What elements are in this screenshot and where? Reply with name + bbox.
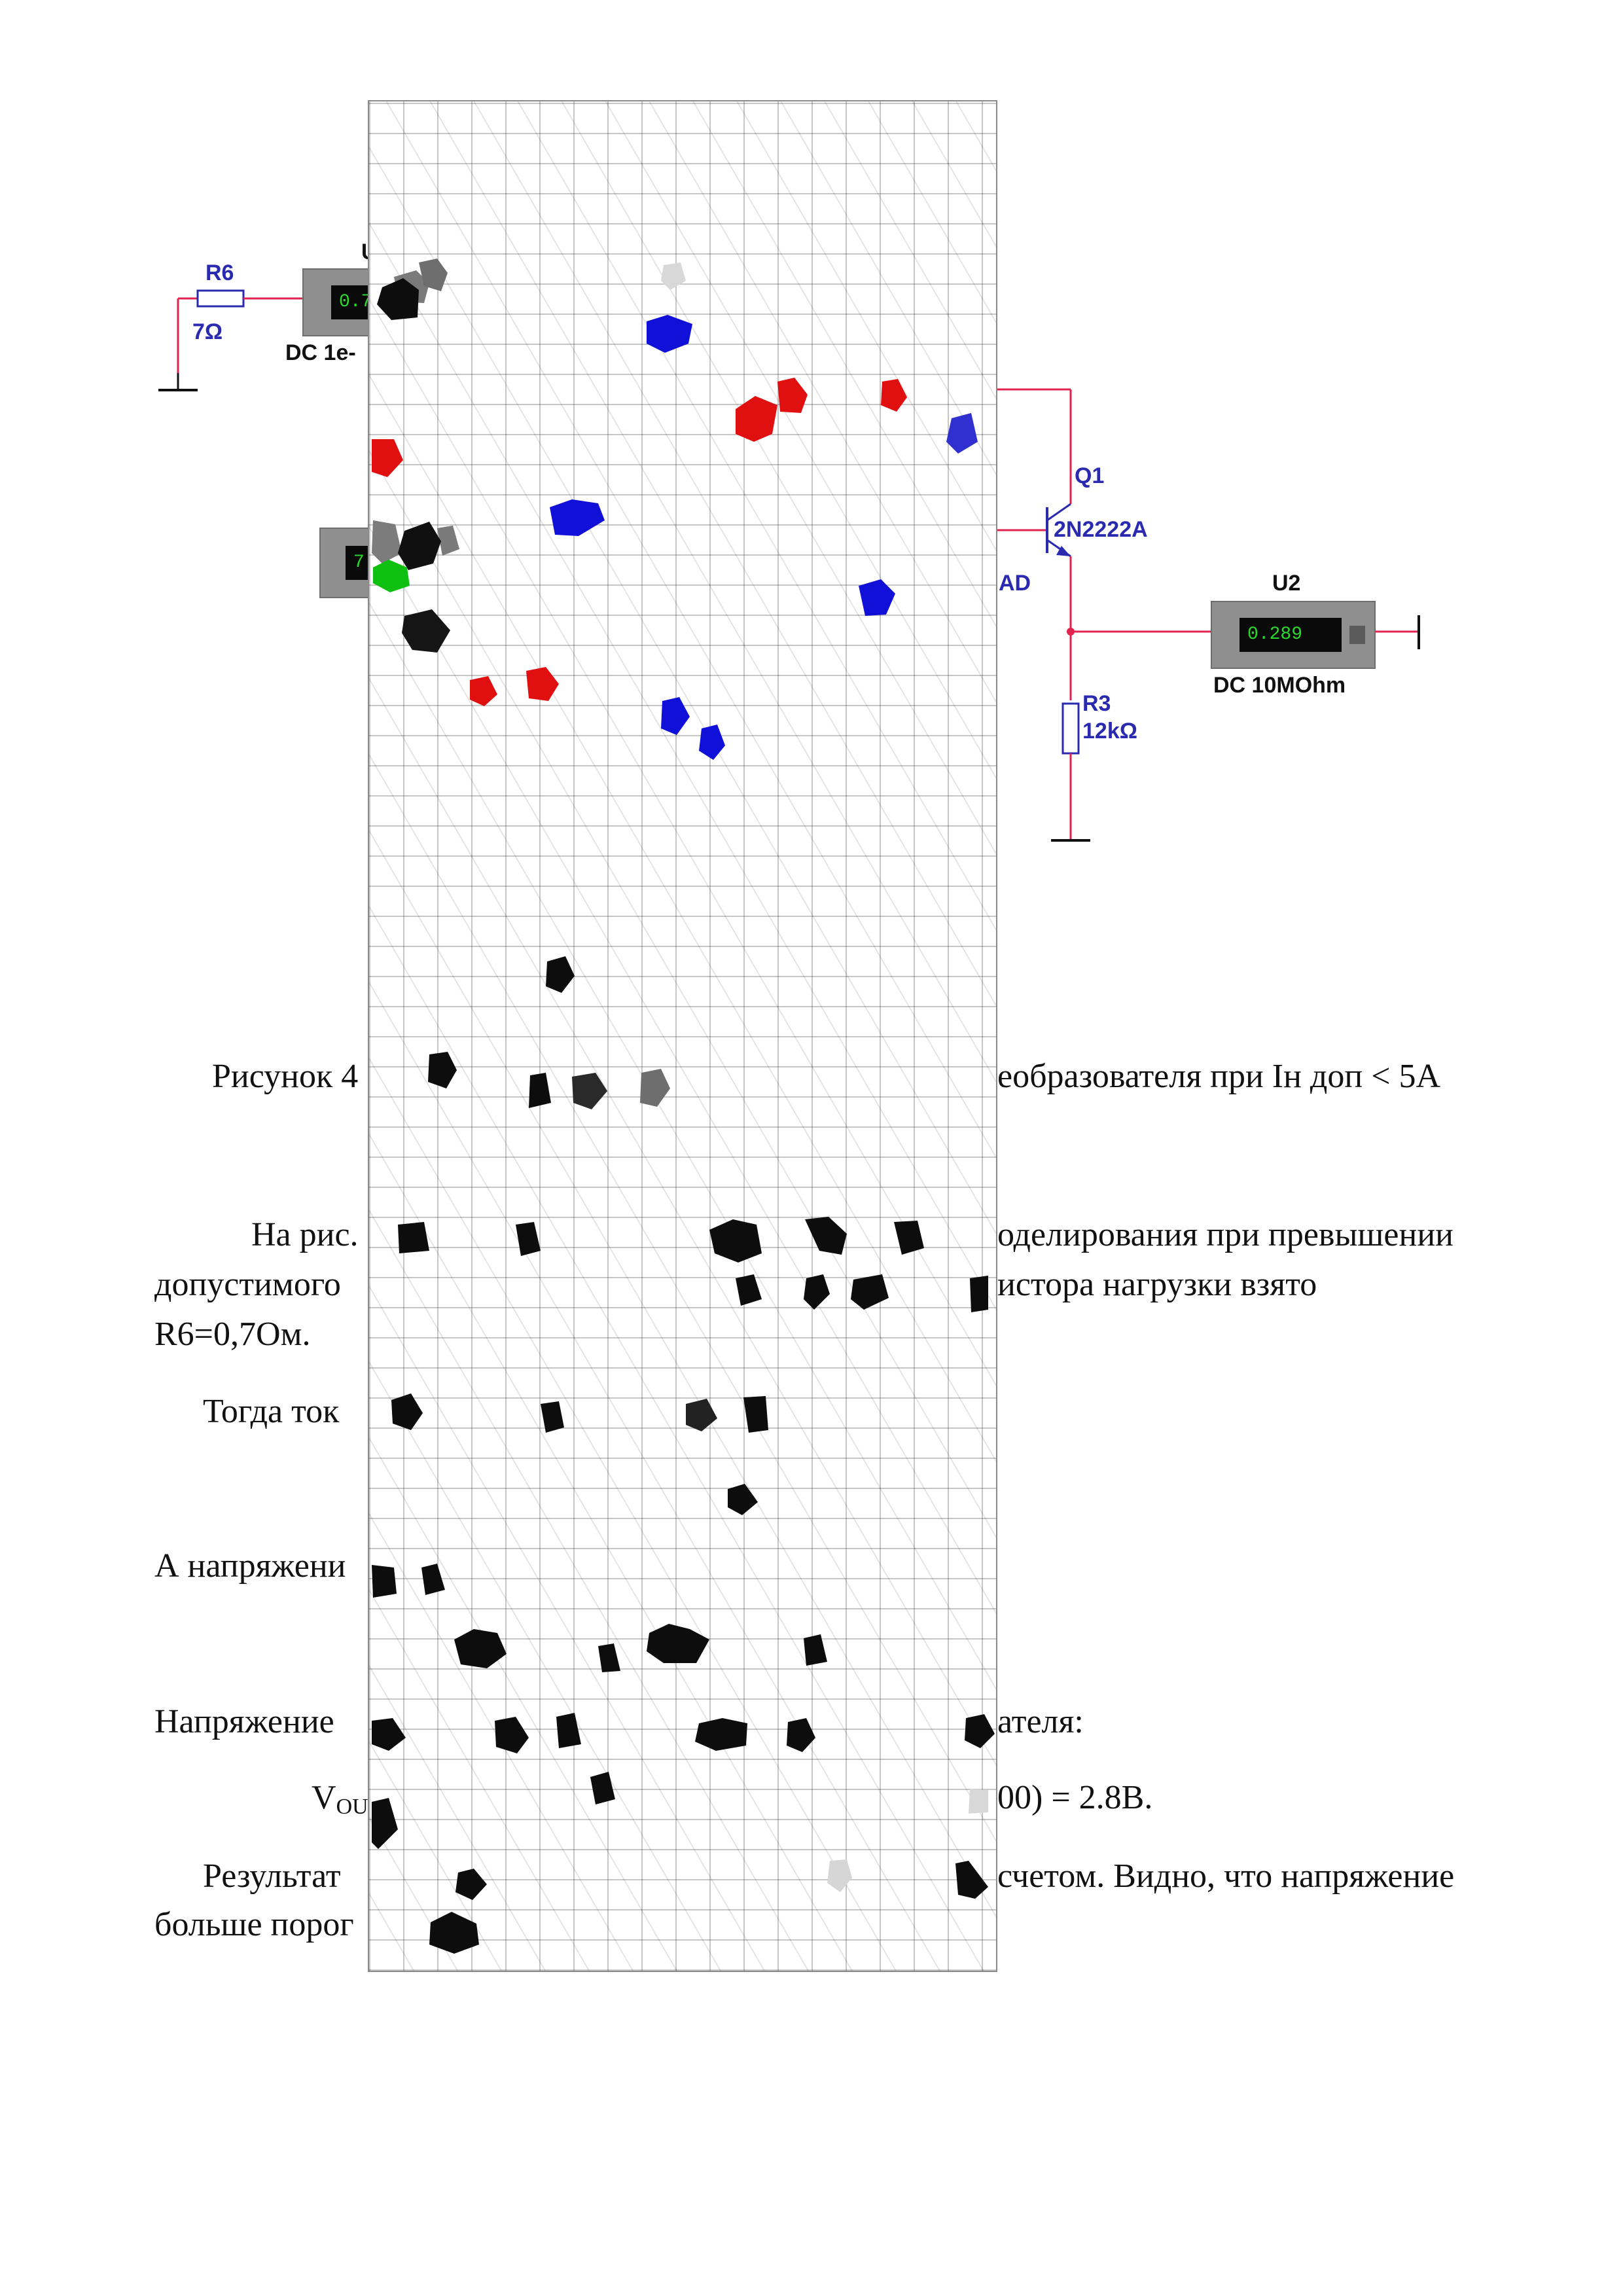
mosaic-cells	[372, 259, 995, 1954]
formula-left: VOU	[312, 1778, 368, 1827]
paragraph-5-line-1-right: счетом. Видно, что напряжение	[997, 1857, 1455, 1895]
paragraph-3-left: А напряжени	[154, 1547, 346, 1585]
paragraph-1-line-2-right: истора нагрузки взято	[997, 1266, 1317, 1303]
paragraph-5-line-1-left: Результат	[203, 1857, 341, 1895]
r3-value-label: 12kΩ	[1082, 719, 1137, 744]
figure-caption-right: еобразователя при Iн доп < 5A	[997, 1058, 1441, 1095]
u2-label: U2	[1272, 571, 1301, 596]
paragraph-4-left: Напряжение	[154, 1703, 334, 1740]
formula-subscript: OU	[336, 1795, 368, 1819]
paragraph-1-line-2-left: допустимого	[154, 1266, 341, 1303]
paragraph-1-line-1-left: На рис.	[251, 1216, 359, 1253]
r6-label: R6	[205, 260, 234, 285]
q1-label: Q1	[1075, 463, 1105, 488]
r6-value-label: 7Ω	[192, 319, 223, 344]
r3-resistor-body	[1061, 702, 1080, 755]
u2-mode-label: DC 10MOhm	[1213, 673, 1346, 698]
paragraph-5-line-2-left: больше порог	[154, 1906, 354, 1943]
paragraph-4-right: ателя:	[997, 1703, 1084, 1740]
mosaic-overlay	[368, 100, 997, 1972]
paragraph-1-line-3: R6=0,7Ом.	[154, 1316, 311, 1353]
u1-mode-label: DC 1e-	[285, 340, 356, 365]
u2-display: 0.289	[1240, 618, 1342, 652]
paragraph-1-line-1-right: оделирования при превышении	[997, 1216, 1454, 1253]
r6-resistor-body	[196, 289, 245, 308]
paragraph-2-left: Тогда ток	[203, 1393, 340, 1430]
u-lower-voltmeter: 7	[319, 528, 372, 598]
schematic-wires	[158, 289, 1420, 842]
figure-caption-left: Рисунок 4	[212, 1058, 359, 1095]
partial-label-ad: AD	[999, 571, 1031, 596]
u-lower-display: 7	[346, 546, 370, 580]
formula-right: 00) = 2.8В.	[997, 1779, 1153, 1816]
u2-terminal	[1349, 626, 1365, 644]
r3-label: R3	[1082, 691, 1111, 716]
u2-voltmeter: 0.289	[1211, 601, 1376, 669]
formula-symbol: V	[312, 1779, 336, 1816]
q1-part-label: 2N2222A	[1054, 517, 1148, 542]
